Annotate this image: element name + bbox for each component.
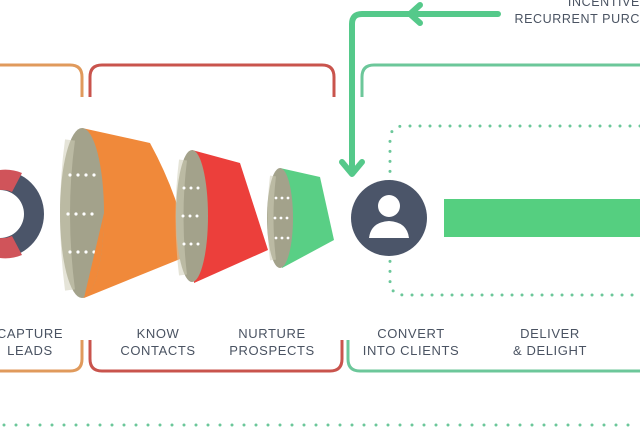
funnel-icon xyxy=(60,128,190,298)
funnel-icon xyxy=(175,150,268,283)
convert-bracket-top xyxy=(360,63,640,97)
capture-bracket-top xyxy=(0,63,84,97)
stage-capture-line1: CAPTURE xyxy=(0,326,64,341)
stage-capture-line2: LEADS xyxy=(7,343,53,358)
know-bracket-top xyxy=(88,63,336,97)
stage-know-label: KNOW CONTACTS xyxy=(110,325,206,359)
stage-know-line2: CONTACTS xyxy=(120,343,196,358)
stage-nurture-line1: NURTURE xyxy=(238,326,306,341)
magnet-icon xyxy=(0,169,44,259)
convert-bracket-bottom xyxy=(346,340,640,373)
stage-deliver-line1: DELIVER xyxy=(520,326,580,341)
know-bracket-bottom xyxy=(88,340,344,373)
deliver-bar xyxy=(444,199,640,237)
stage-deliver-label: DELIVER & DELIGHT xyxy=(498,325,602,359)
stage-deliver-line2: & DELIGHT xyxy=(512,343,588,358)
stage-convert-line1: CONVERT xyxy=(377,326,445,341)
arrow-icon xyxy=(339,2,501,177)
incentive-line2: RECURRENT PURC xyxy=(514,12,640,26)
capture-bracket-bottom xyxy=(0,340,84,373)
client-avatar-icon xyxy=(351,180,427,256)
stage-know-line1: KNOW xyxy=(136,326,180,341)
stage-capture-label: CAPTURE LEADS xyxy=(0,325,66,359)
funnel-icon xyxy=(267,168,334,268)
incentive-label: INCENTIVE RECURRENT PURC xyxy=(500,0,640,28)
stage-nurture-label: NURTURE PROSPECTS xyxy=(222,325,322,359)
stage-convert-label: CONVERT INTO CLIENTS xyxy=(356,325,466,359)
stage-convert-line2: INTO CLIENTS xyxy=(362,343,460,358)
incentive-line1: INCENTIVE xyxy=(567,0,640,9)
stage-nurture-line2: PROSPECTS xyxy=(229,343,315,358)
